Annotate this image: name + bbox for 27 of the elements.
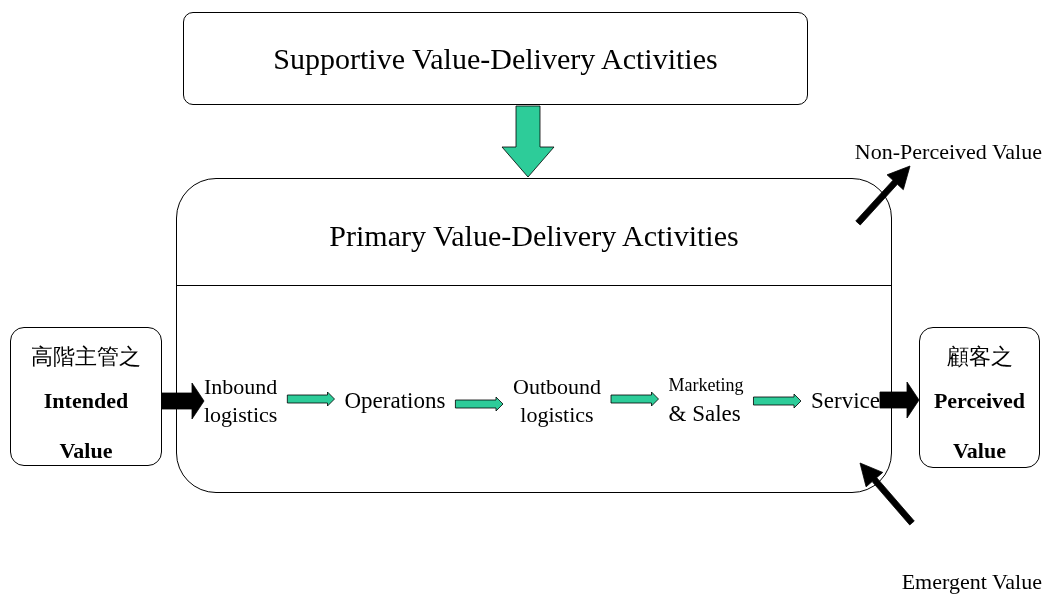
arrow [855, 165, 911, 226]
value-label: Perceived Value [932, 387, 1027, 465]
value-box [919, 327, 1040, 468]
value-label: Emergent Value [850, 568, 1042, 596]
activity-label: Marketing [668, 375, 744, 397]
arrow [753, 393, 802, 409]
activity-label: Service [811, 386, 880, 416]
box-heading: 高階主管之 [30, 343, 142, 371]
activity-label: Inbound logistics [204, 372, 278, 430]
arrow [859, 462, 915, 526]
activity-label: & Sales [668, 399, 742, 428]
box-title: Supportive Value-Delivery Activities [273, 41, 718, 76]
arrow [286, 391, 335, 407]
value-label: Intended Value [42, 387, 130, 465]
arrow [879, 381, 920, 419]
arrow [610, 391, 659, 407]
activity-label: Operations [344, 386, 446, 416]
value-box [10, 327, 162, 466]
activity-label: Outbound logistics [513, 372, 601, 430]
arrow [501, 105, 555, 178]
arrow [455, 396, 504, 412]
arrow [161, 382, 205, 420]
activity-panel [176, 178, 892, 493]
panel-title: Primary Value-Delivery Activities [328, 219, 740, 253]
box-heading: 顧客之 [945, 343, 1014, 371]
activity-box [183, 12, 808, 105]
value-label: Non-Perceived Value [786, 138, 1042, 166]
